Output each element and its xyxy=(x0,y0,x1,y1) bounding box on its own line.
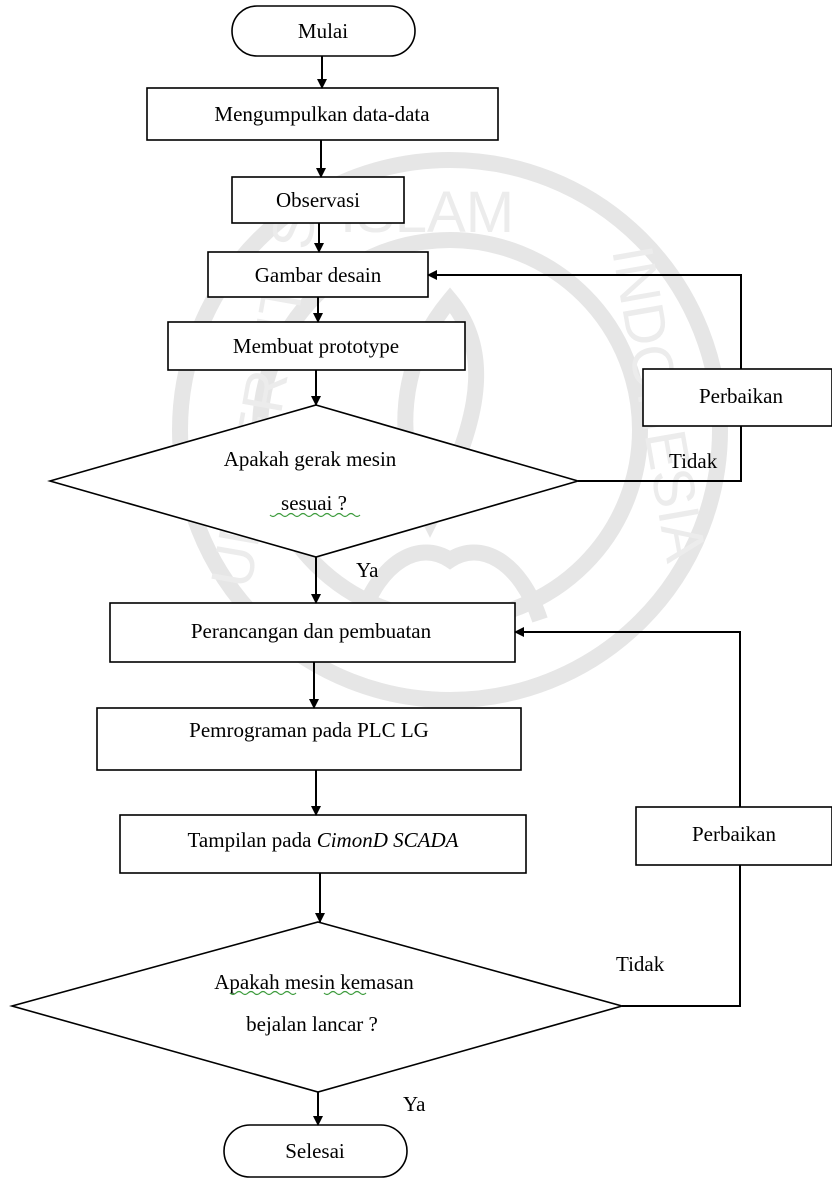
design-label: Gambar desain xyxy=(255,263,382,287)
arrow-fix2-to-build xyxy=(514,627,741,807)
program-label: Pemrograman pada PLC LG xyxy=(189,718,429,742)
process-prototype: Membuat prototype xyxy=(167,321,466,371)
decision1-line1: Apakah gerak mesin xyxy=(224,447,397,471)
decision2-line1: Apakah mesin kemasan xyxy=(214,970,414,994)
prototype-label: Membuat prototype xyxy=(233,334,399,358)
display-label-plain: Tampilan pada xyxy=(188,828,317,852)
display-label-italic: CimonD SCADA xyxy=(317,828,459,852)
line-decision2-to-fix2 xyxy=(622,865,741,1007)
process-plc-programming: Pemrograman pada PLC LG xyxy=(96,707,522,771)
flow-connectors xyxy=(309,56,742,1126)
process-fix-1: Perbaikan xyxy=(642,368,832,427)
label-yes-1: Ya xyxy=(356,558,379,582)
process-design-drawing: Gambar desain xyxy=(207,251,429,298)
decision1-line2: sesuai ? xyxy=(281,491,347,515)
process-fix-2: Perbaikan xyxy=(635,806,832,866)
start-terminator: Mulai xyxy=(231,5,416,57)
decision2-line2: bejalan lancar ? xyxy=(246,1012,378,1036)
label-no-2: Tidak xyxy=(616,952,665,976)
end-terminator: Selesai xyxy=(223,1124,408,1178)
collect-label: Mengumpulkan data-data xyxy=(214,102,430,126)
fix1-label: Perbaikan xyxy=(699,384,783,408)
label-yes-2: Ya xyxy=(403,1092,426,1116)
build-label: Perancangan dan pembuatan xyxy=(191,619,432,643)
decision-machine-motion: Apakah gerak mesin sesuai ? xyxy=(47,404,581,558)
display-label: Tampilan pada CimonD SCADA xyxy=(188,828,459,852)
start-label: Mulai xyxy=(298,19,348,43)
arrow-fix1-to-design xyxy=(427,270,742,369)
process-collect-data: Mengumpulkan data-data xyxy=(146,87,499,141)
fix2-label: Perbaikan xyxy=(692,822,776,846)
process-design-and-build: Perancangan dan pembuatan xyxy=(109,602,516,663)
process-observation: Observasi xyxy=(231,176,405,224)
observe-label: Observasi xyxy=(276,188,360,212)
end-label: Selesai xyxy=(285,1139,345,1163)
label-no-1: Tidak xyxy=(669,449,718,473)
process-scada-display: Tampilan pada CimonD SCADA xyxy=(119,814,527,874)
line-decision1-to-fix1 xyxy=(578,426,742,482)
decision-packaging-machine: Apakah mesin kemasan bejalan lancar ? xyxy=(9,921,625,1093)
